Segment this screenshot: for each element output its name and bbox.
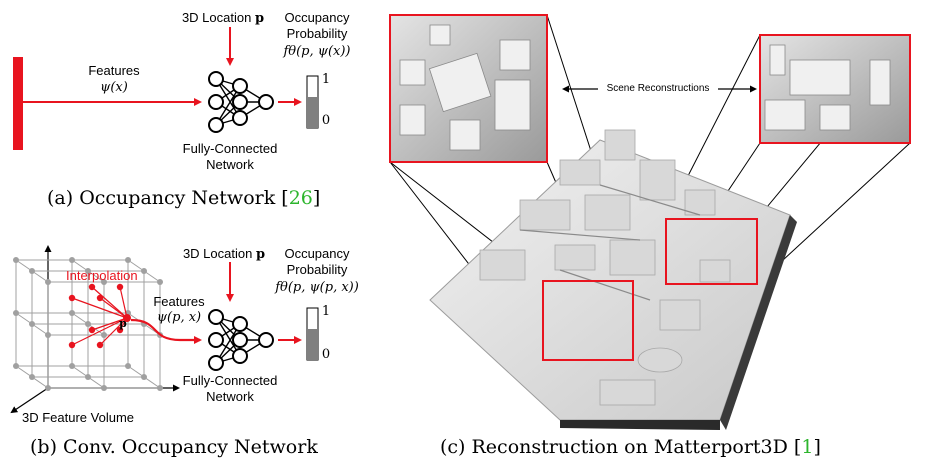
grid-node (141, 374, 147, 380)
features-curve-arrow (130, 318, 202, 344)
grid-node (13, 363, 19, 369)
scene-highlight-box-right (665, 218, 758, 285)
bar-min-b: 0 (321, 347, 331, 362)
grid-node (13, 257, 19, 263)
query-point-label: p (119, 317, 127, 330)
grid-node (85, 268, 91, 274)
reconstruction-inset-left (389, 14, 548, 163)
fully-connected-network-icon (208, 71, 274, 133)
occupancy-label-b-1: Occupancy (284, 246, 350, 261)
grid-node (69, 257, 75, 263)
network-label-a-2: Network (206, 157, 254, 172)
grid-node (101, 385, 107, 391)
network-label-b-1: Fully-Connected (182, 373, 278, 388)
occupancy-formula-a: fθ(p, ψ(x)) (283, 44, 351, 59)
occupancy-formula-b: fθ(p, ψ(p, x)) (275, 280, 359, 295)
interpolation-lines (71, 286, 128, 346)
caption-c: (c) Reconstruction on Matterport3D [1] (440, 436, 821, 458)
scene-highlight-box-left (542, 280, 634, 361)
features-formula-b: ψ(p, x) (156, 310, 202, 325)
occupancy-bar-fill (307, 97, 318, 128)
grid-node (29, 321, 35, 327)
occupancy-label-a-2: Probability (286, 26, 348, 41)
grid-node (157, 385, 163, 391)
caption-b: (b) Conv. Occupancy Network (30, 436, 318, 458)
interpolation-label: Interpolation (66, 268, 138, 283)
features-formula-a: ψ(x) (100, 80, 128, 95)
grid-node (157, 279, 163, 285)
caption-a: (a) Occupancy Network [26] (47, 187, 321, 209)
occupancy-bar-fill-b (307, 329, 318, 360)
grid-node (85, 374, 91, 380)
occupancy-label-b-2: Probability (286, 262, 348, 277)
grid-node (45, 385, 51, 391)
reconstruction-inset-right (759, 34, 911, 144)
network-label-b-2: Network (206, 389, 254, 404)
grid-node (29, 374, 35, 380)
feature-volume-grid (13, 257, 163, 391)
grid-node (45, 279, 51, 285)
bar-max-b: 1 (321, 304, 331, 319)
features-label-b: Features (153, 294, 205, 309)
bar-max-a: 1 (321, 72, 331, 87)
grid-node (125, 363, 131, 369)
fully-connected-network-icon-b (208, 309, 274, 371)
feature-vector-bar (13, 57, 23, 150)
citation-1[interactable]: 1 (801, 436, 814, 458)
features-label-a: Features (88, 63, 140, 78)
axis-z (10, 387, 49, 414)
scene-reconstructions-label: Scene Reconstructions (598, 82, 718, 96)
grid-node (69, 310, 75, 316)
location-label-b: 3D Location p (182, 246, 266, 262)
panel-b-graphics (10, 245, 319, 414)
grid-node (101, 279, 107, 285)
occupancy-label-a-1: Occupancy (284, 10, 350, 25)
network-label-a-1: Fully-Connected (182, 141, 278, 156)
grid-node (141, 268, 147, 274)
grid-node (85, 321, 91, 327)
panel-a-graphics (13, 27, 319, 150)
grid-node (125, 257, 131, 263)
grid-node (45, 332, 51, 338)
grid-node (101, 332, 107, 338)
grid-node (29, 268, 35, 274)
grid-node (69, 363, 75, 369)
citation-26[interactable]: 26 (288, 187, 313, 209)
grid-node (13, 310, 19, 316)
location-label-a: 3D Location p (181, 10, 265, 26)
feature-volume-label: 3D Feature Volume (22, 410, 135, 425)
bar-min-a: 0 (321, 113, 331, 128)
